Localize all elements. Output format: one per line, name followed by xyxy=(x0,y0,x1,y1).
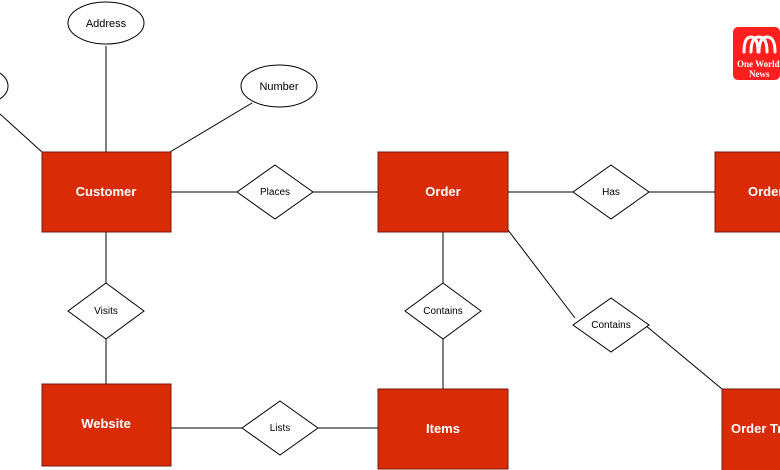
entity-order-tracking-label: Order Tra xyxy=(731,421,780,436)
relationship-contains-items-label: Contains xyxy=(423,306,462,317)
logo-line-2: News xyxy=(749,69,770,79)
entity-order-tracking: Order Tra xyxy=(721,388,780,470)
entity-website-label: Website xyxy=(81,416,131,431)
relationship-contains-tracking-label: Contains xyxy=(591,320,630,331)
entity-items-label: Items xyxy=(426,421,460,436)
entity-customer: Customer xyxy=(41,151,172,233)
entity-order-right: Order xyxy=(714,151,780,233)
attribute-address-label: Address xyxy=(86,18,127,30)
attribute-number: Number xyxy=(240,64,318,108)
relationship-lists-label: Lists xyxy=(270,423,291,434)
relationship-contains-items: Contains xyxy=(404,282,482,340)
entity-order-label: Order xyxy=(425,184,460,199)
line-customer-offscreen-attr xyxy=(0,113,43,153)
logo-line-1: One World xyxy=(737,59,780,69)
relationship-places-label: Places xyxy=(260,187,290,198)
entity-order: Order xyxy=(377,151,509,233)
line-contains-order-tracking xyxy=(644,324,723,390)
relationship-places: Places xyxy=(236,164,314,220)
entity-order-right-label: Order xyxy=(748,184,780,199)
relationship-contains-tracking: Contains xyxy=(572,297,650,353)
connector-lines xyxy=(0,46,723,429)
one-world-news-logo-icon xyxy=(742,35,777,54)
relationship-visits: Visits xyxy=(67,282,145,340)
relationship-has: Has xyxy=(572,164,650,220)
entity-customer-label: Customer xyxy=(76,184,137,199)
entity-website: Website xyxy=(41,383,172,467)
relationship-has-label: Has xyxy=(602,187,620,198)
attribute-address: Address xyxy=(67,1,145,45)
attribute-offscreen xyxy=(0,72,9,100)
relationship-visits-label: Visits xyxy=(94,306,118,317)
line-customer-number xyxy=(169,102,253,153)
attribute-number-label: Number xyxy=(259,81,298,93)
relationship-lists: Lists xyxy=(241,400,319,456)
entity-items: Items xyxy=(377,388,509,470)
line-order-contains-tracking xyxy=(507,229,576,319)
one-world-news-logo: One World News xyxy=(733,27,780,80)
